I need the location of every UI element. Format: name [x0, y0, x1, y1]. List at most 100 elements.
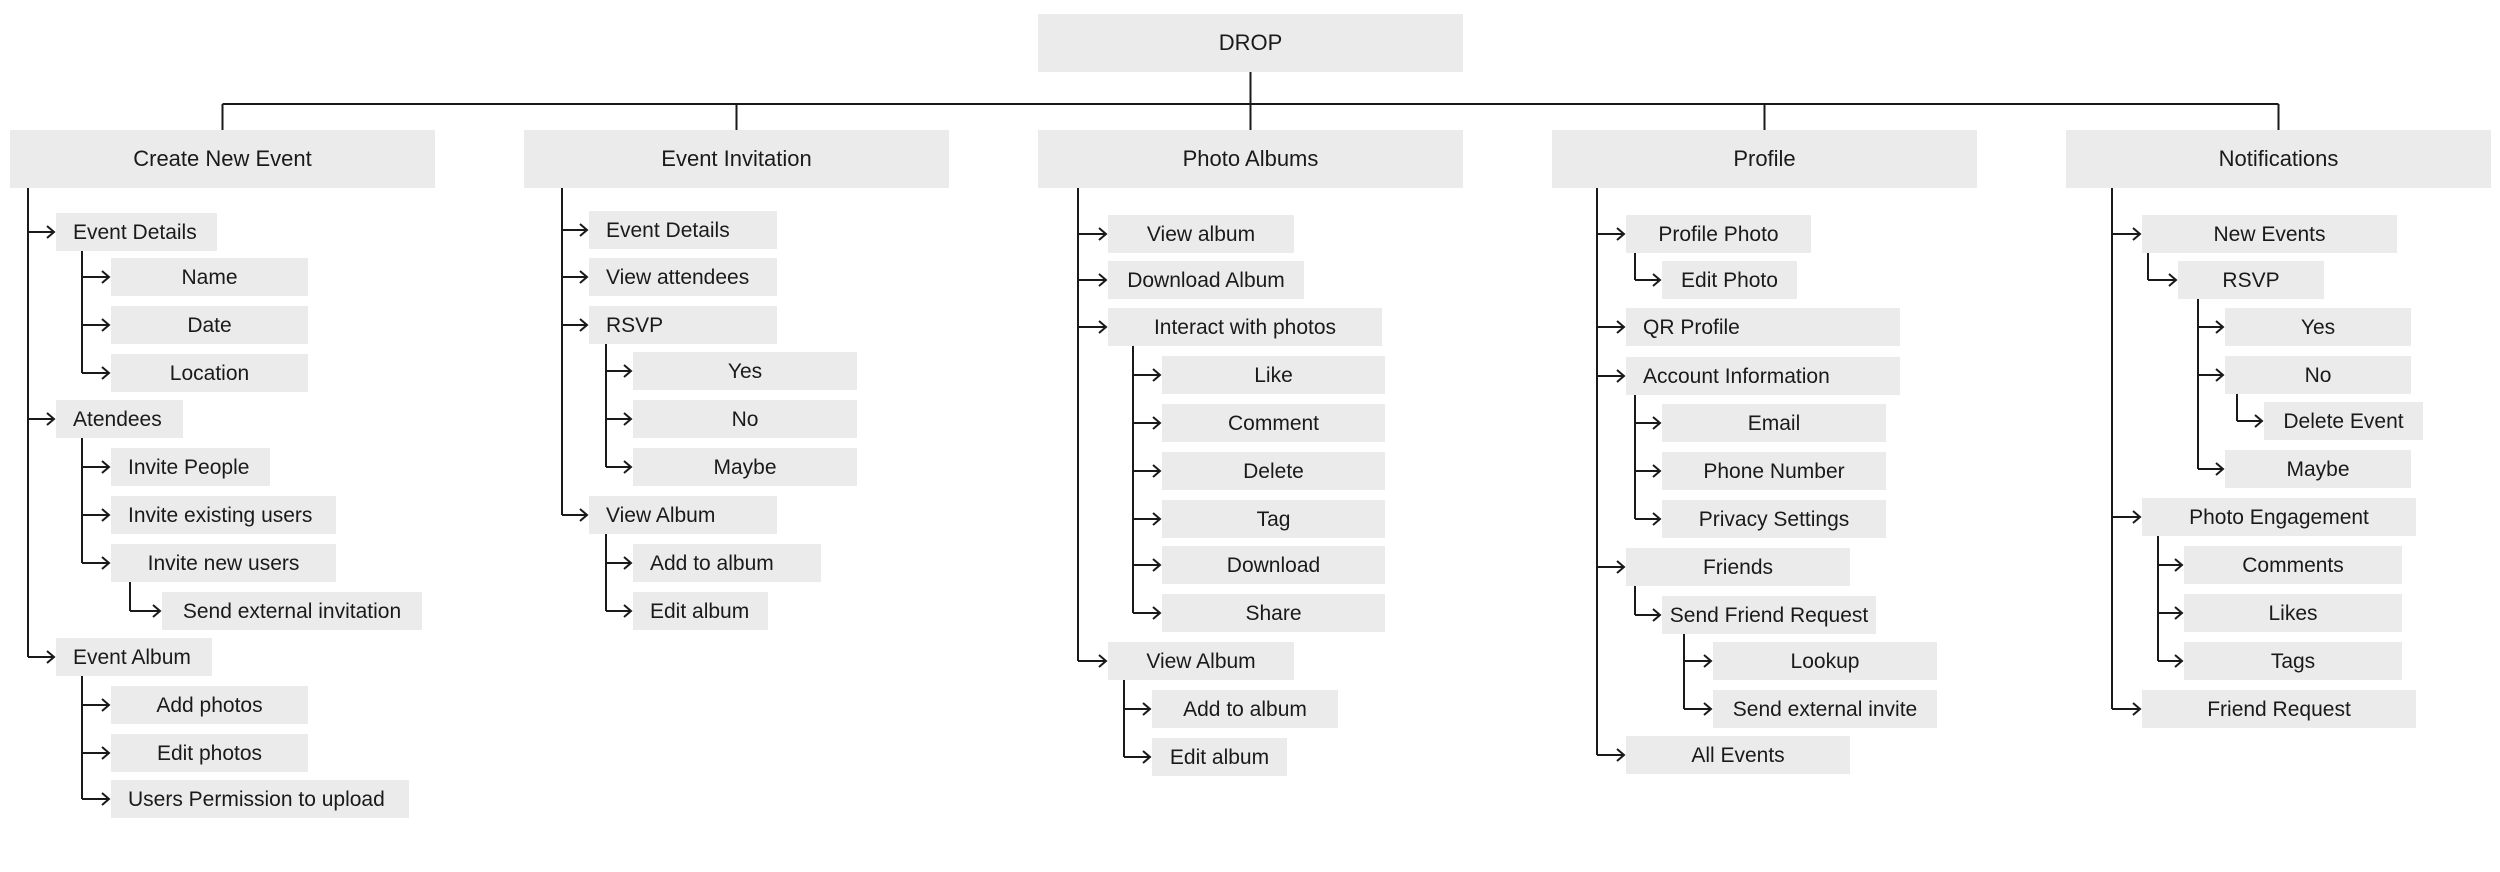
profile-profile-photo: Profile Photo	[1626, 215, 1811, 253]
profile-qr-profile: QR Profile	[1626, 308, 1900, 346]
arrow-head	[46, 225, 56, 239]
arrow-head	[1152, 464, 1162, 478]
event-invitation-rsvp: RSVP	[589, 306, 777, 344]
arrow-head	[2215, 320, 2225, 334]
profile-account-information-phone-number: Phone Number	[1662, 452, 1886, 490]
arrow-head	[101, 792, 111, 806]
arrow-head	[2174, 654, 2184, 668]
arrow-head	[579, 223, 589, 237]
arrow-head	[1652, 416, 1662, 430]
create-new-event-event-details-location: Location	[111, 354, 308, 392]
notifications-new-events-rsvp-maybe: Maybe	[2225, 450, 2411, 488]
arrow-head	[579, 270, 589, 284]
photo-albums-interact-with-photos-like: Like	[1162, 356, 1385, 394]
create-new-event-atendees-invite-people: Invite People	[111, 448, 270, 486]
section-profile: Profile	[1552, 130, 1977, 188]
section-photo-albums: Photo Albums	[1038, 130, 1463, 188]
arrow-head	[623, 412, 633, 426]
profile-account-information: Account Information	[1626, 357, 1900, 395]
notifications-new-events-rsvp-no: No	[2225, 356, 2411, 394]
profile-friends: Friends	[1626, 548, 1850, 586]
arrow-head	[2254, 414, 2264, 428]
arrow-head	[2132, 702, 2142, 716]
arrow-head	[1652, 608, 1662, 622]
arrow-head	[1142, 750, 1152, 764]
arrow-head	[101, 556, 111, 570]
create-new-event-atendees-invite-existing-users: Invite existing users	[111, 496, 336, 534]
arrow-head	[1652, 512, 1662, 526]
arrow-head	[1142, 702, 1152, 716]
create-new-event-atendees-invite-new-users: Invite new users	[111, 544, 336, 582]
arrow-head	[1098, 273, 1108, 287]
profile-friends-send-friend-request-send-external-invite: Send external invite	[1713, 690, 1937, 728]
event-invitation-event-details: Event Details	[589, 211, 777, 249]
event-invitation-rsvp-yes: Yes	[633, 352, 857, 390]
profile-account-information-privacy-settings: Privacy Settings	[1662, 500, 1886, 538]
notifications-new-events: New Events	[2142, 215, 2397, 253]
root-node: DROP	[1038, 14, 1463, 72]
arrow-head	[579, 508, 589, 522]
arrow-head	[2168, 273, 2178, 287]
arrow-head	[1616, 320, 1626, 334]
arrow-head	[101, 270, 111, 284]
create-new-event-event-details-name: Name	[111, 258, 308, 296]
profile-account-information-email: Email	[1662, 404, 1886, 442]
arrow-head	[623, 604, 633, 618]
arrow-head	[2174, 558, 2184, 572]
create-new-event-event-details: Event Details	[56, 213, 217, 251]
notifications-new-events-rsvp: RSVP	[2178, 261, 2324, 299]
arrow-head	[1616, 560, 1626, 574]
arrow-head	[1616, 369, 1626, 383]
arrow-head	[623, 460, 633, 474]
arrow-head	[1098, 320, 1108, 334]
arrow-head	[1652, 464, 1662, 478]
photo-albums-interact-with-photos-share: Share	[1162, 594, 1385, 632]
photo-albums-interact-with-photos: Interact with photos	[1108, 308, 1382, 346]
arrow-head	[1098, 227, 1108, 241]
event-invitation-view-album: View Album	[589, 496, 777, 534]
notifications-new-events-rsvp-yes: Yes	[2225, 308, 2411, 346]
arrow-head	[1616, 748, 1626, 762]
arrow-head	[2215, 462, 2225, 476]
create-new-event-atendees-invite-new-users-send-external-invitation: Send external invitation	[162, 592, 422, 630]
arrow-head	[579, 318, 589, 332]
arrow-head	[101, 746, 111, 760]
arrow-head	[2132, 510, 2142, 524]
photo-albums-interact-with-photos-download: Download	[1162, 546, 1385, 584]
event-invitation-view-album-edit-album: Edit album	[633, 592, 768, 630]
arrow-head	[101, 508, 111, 522]
arrow-head	[1152, 368, 1162, 382]
arrow-head	[1652, 273, 1662, 287]
event-invitation-rsvp-maybe: Maybe	[633, 448, 857, 486]
profile-all-events: All Events	[1626, 736, 1850, 774]
create-new-event-event-details-date: Date	[111, 306, 308, 344]
arrow-head	[1098, 654, 1108, 668]
notifications-friend-request: Friend Request	[2142, 690, 2416, 728]
section-event-invitation: Event Invitation	[524, 130, 949, 188]
create-new-event-event-album-edit-photos: Edit photos	[111, 734, 308, 772]
event-invitation-rsvp-no: No	[633, 400, 857, 438]
arrow-head	[46, 650, 56, 664]
notifications-photo-engagement-comments: Comments	[2184, 546, 2402, 584]
create-new-event-event-album: Event Album	[56, 638, 212, 676]
photo-albums-view-album-edit-album: Edit album	[1152, 738, 1287, 776]
arrow-head	[1703, 654, 1713, 668]
arrow-head	[623, 364, 633, 378]
notifications-photo-engagement-likes: Likes	[2184, 594, 2402, 632]
arrow-head	[2132, 227, 2142, 241]
notifications-photo-engagement-tags: Tags	[2184, 642, 2402, 680]
arrow-head	[101, 460, 111, 474]
profile-friends-send-friend-request: Send Friend Request	[1662, 596, 1876, 634]
profile-profile-photo-edit-photo: Edit Photo	[1662, 261, 1797, 299]
arrow-head	[101, 366, 111, 380]
arrow-head	[1616, 227, 1626, 241]
section-notifications: Notifications	[2066, 130, 2491, 188]
create-new-event-event-album-add-photos: Add photos	[111, 686, 308, 724]
arrow-head	[623, 556, 633, 570]
arrow-head	[152, 604, 162, 618]
photo-albums-download-album: Download Album	[1108, 261, 1304, 299]
arrow-head	[1152, 558, 1162, 572]
arrow-head	[2215, 368, 2225, 382]
arrow-head	[1152, 512, 1162, 526]
